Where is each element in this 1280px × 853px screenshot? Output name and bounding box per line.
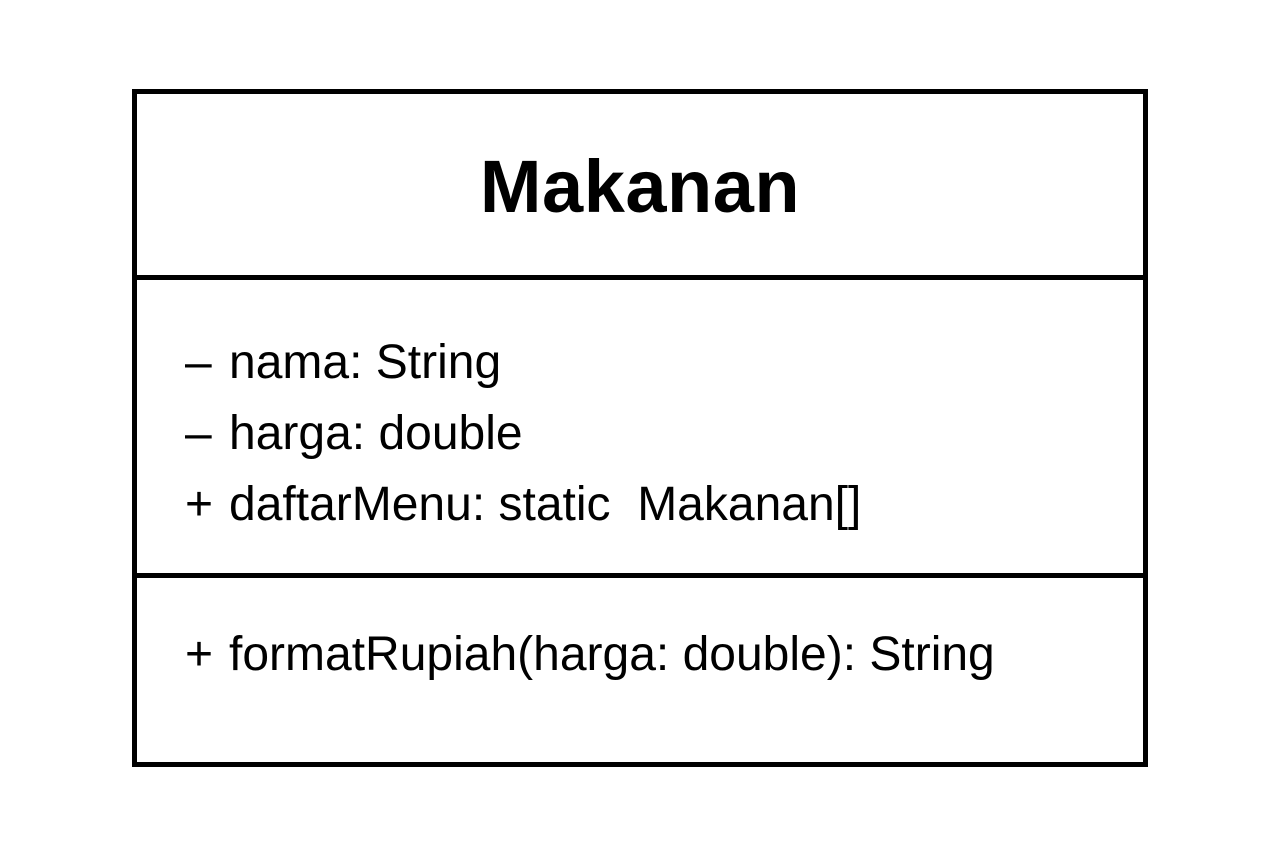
attribute-item: + daftarMenu: static Makanan[]	[185, 469, 861, 540]
attribute-text: harga: double	[229, 407, 523, 460]
public-visibility-marker: +	[185, 478, 214, 531]
operation-list: + formatRupiah(harga: double): String	[185, 619, 995, 690]
attribute-text: nama: String	[229, 336, 502, 389]
attribute-list: –nama: String –harga: double + daftarMenu…	[185, 327, 861, 540]
public-visibility-marker: +	[185, 628, 214, 681]
operations-compartment: + formatRupiah(harga: double): String	[137, 578, 1143, 762]
attribute-item: –nama: String	[185, 327, 861, 398]
attribute-text: daftarMenu: static Makanan[]	[229, 478, 862, 531]
private-visibility-marker: –	[185, 407, 212, 460]
operation-text: formatRupiah(harga: double): String	[229, 628, 995, 681]
uml-class-box: Makanan –nama: String –harga: double + da…	[132, 89, 1148, 767]
operation-item: + formatRupiah(harga: double): String	[185, 619, 995, 690]
class-name: Makanan	[479, 145, 801, 228]
class-name-compartment: Makanan	[137, 94, 1143, 280]
private-visibility-marker: –	[185, 336, 212, 389]
attribute-item: –harga: double	[185, 398, 861, 469]
attributes-compartment: –nama: String –harga: double + daftarMenu…	[137, 280, 1143, 578]
